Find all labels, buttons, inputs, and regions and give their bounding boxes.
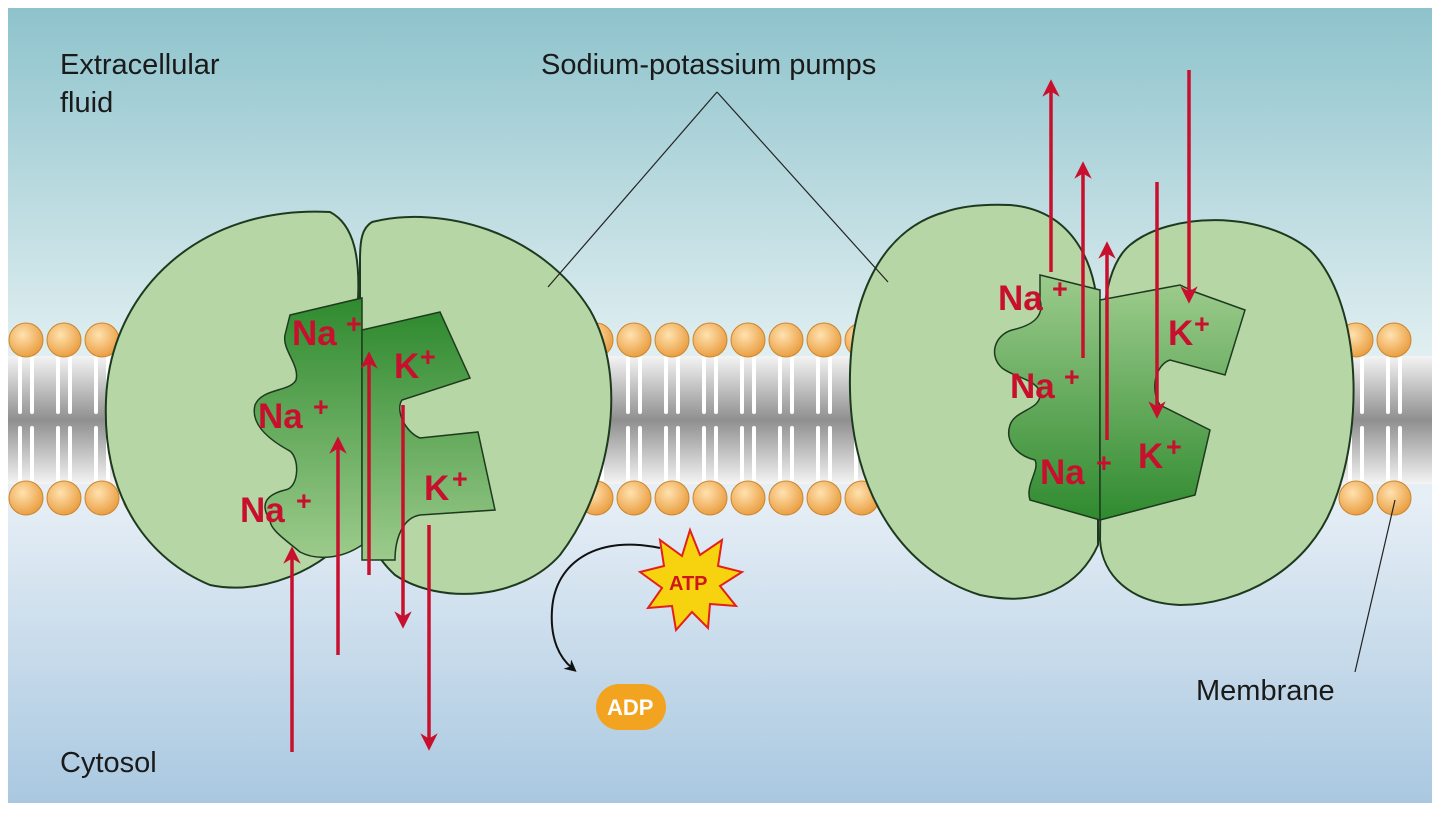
reaction-arrow [550,543,661,672]
phospholipid-tail [1386,426,1402,482]
phospholipid-head [768,480,804,516]
atp-adp-reaction: ATP ADP [550,526,745,730]
atp-label: ATP [669,573,708,595]
phospholipid-head [806,480,842,516]
phospholipid-tail [56,426,72,482]
phospholipid-head [692,322,728,358]
plus-sign: + [420,342,436,372]
adp-label: ADP [607,695,653,720]
plus-sign: + [1052,274,1068,304]
pump-leader-left [547,91,718,288]
phospholipid-head [8,322,44,358]
phospholipid-head [654,322,690,358]
membrane-leader [1354,499,1396,673]
phospholipid-tail [626,356,642,414]
leader-lines [547,91,1396,673]
phospholipid-tail [816,356,832,414]
phospholipid-tail [740,426,756,482]
extracellular-label-line2: fluid [60,87,113,119]
phospholipid-head [1376,480,1412,516]
phospholipid-tail [626,426,642,482]
phospholipid-head [806,322,842,358]
phospholipid-tail [778,426,794,482]
k-ion-label: K [394,347,419,386]
phospholipid-head [768,322,804,358]
k-ion-label: K [1168,314,1193,353]
phospholipid-head [84,480,120,516]
phospholipid-tail [664,426,680,482]
plus-sign: + [313,392,329,422]
atp-burst-icon [637,526,745,633]
extracellular-label: Extracellular [60,49,220,81]
phospholipid-head [46,322,82,358]
pump-left-channel-right [361,311,496,561]
plus-sign: + [346,309,362,339]
phospholipid-tail [702,356,718,414]
phospholipid-tail [18,356,34,414]
phospholipid-head [730,480,766,516]
adp-badge [596,684,666,730]
phospholipid-head [46,480,82,516]
na-ion-label: Na [1040,453,1085,492]
plus-sign: + [1166,432,1182,462]
phospholipid-head [1376,322,1412,358]
k-ion-label: K [1138,437,1163,476]
cytosol-label: Cytosol [60,747,157,779]
pump-leader-right [716,91,889,283]
phospholipid-head [616,480,652,516]
k-ion-label: K [424,469,449,508]
plus-sign: + [1096,448,1112,478]
phospholipid-tail [56,356,72,414]
phospholipid-head [8,480,44,516]
na-ion-label: Na [292,314,337,353]
phospholipid-head [654,480,690,516]
na-ion-label: Na [998,279,1043,318]
pump-right: Na + Na + Na + K + K + [848,70,1355,607]
phospholipid-head [616,322,652,358]
plus-sign: + [296,486,312,516]
phospholipid-head [1338,480,1374,516]
plus-sign: + [452,464,468,494]
phospholipid-tail [816,426,832,482]
phospholipid-tail [778,356,794,414]
phospholipid-tail [702,426,718,482]
phospholipid-tail [664,356,680,414]
na-ion-label: Na [258,397,303,436]
pumps-label: Sodium-potassium pumps [541,49,876,81]
plus-sign: + [1064,362,1080,392]
phospholipid-head [692,480,728,516]
pump-right-channel [993,274,1101,521]
na-ion-label: Na [240,491,285,530]
pump-left: Na + Na + Na + K + K + [104,210,613,752]
phospholipid-tail [1386,356,1402,414]
na-ion-label: Na [1010,367,1055,406]
phospholipid-head [730,322,766,358]
phospholipid-tail [740,356,756,414]
plus-sign: + [1194,309,1210,339]
membrane-label: Membrane [1196,675,1335,707]
phospholipid-tail [18,426,34,482]
